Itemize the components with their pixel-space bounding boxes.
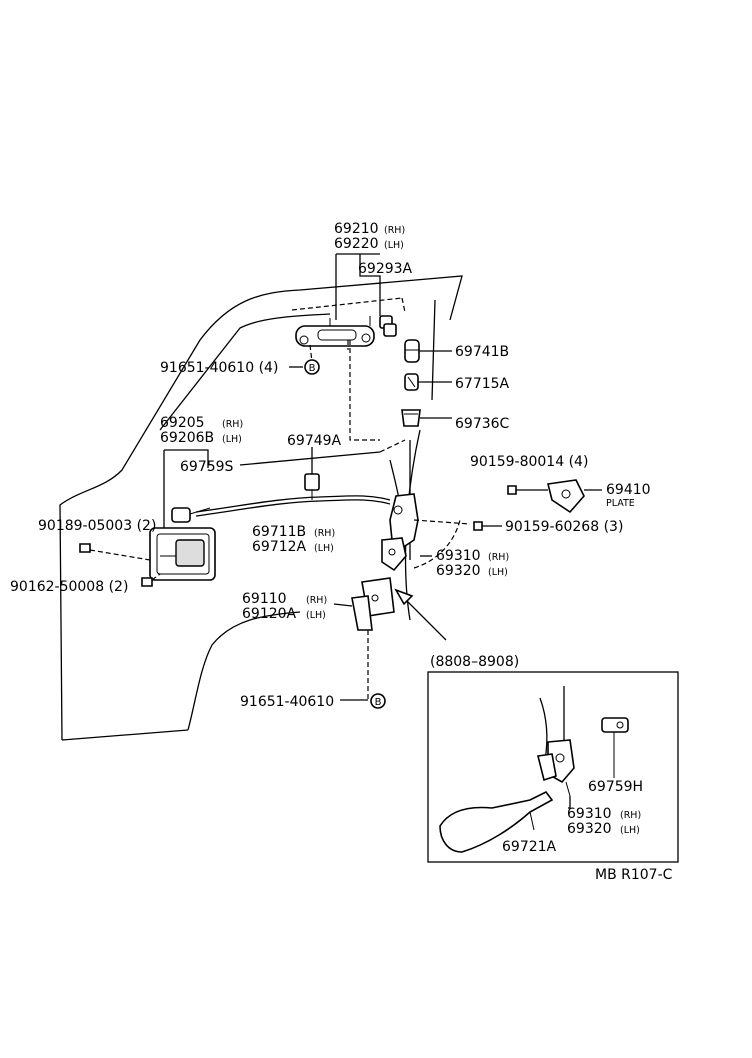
- inside-door-handle: [149, 527, 216, 581]
- label-69120A: 69120A: [242, 606, 297, 622]
- inset-connector-69759H: [601, 717, 629, 778]
- bushing-69741B: [404, 339, 420, 363]
- reference-marker-top: B: [304, 359, 320, 375]
- diagram-code: MB R107-C: [595, 867, 673, 883]
- reference-marker-bottom: B: [370, 693, 386, 709]
- label-69759S: 69759S: [180, 459, 234, 475]
- label-69310-sub: (RH): [488, 552, 509, 563]
- handle-clip-69293A: [379, 315, 397, 337]
- label-69293A: 69293A: [358, 261, 413, 277]
- screw-90159-60268: [473, 521, 483, 531]
- label-69310: 69310: [436, 548, 481, 564]
- door-lock-assembly: [381, 440, 471, 572]
- label-69120A-sub: (LH): [306, 610, 326, 621]
- label-69205: 69205: [160, 415, 205, 431]
- label-69220: 69220: [334, 236, 379, 252]
- label-69206B-sub: (LH): [222, 434, 242, 445]
- connector-69759S: [171, 507, 211, 523]
- label-69206B: 69206B: [160, 430, 214, 446]
- inset-label-69320-sub: (LH): [620, 825, 640, 836]
- inset-range-label: (8808–8908): [430, 654, 519, 670]
- screw-90159-80014: [507, 485, 548, 495]
- control-rod: [195, 495, 391, 517]
- label-69110-sub: (RH): [306, 595, 327, 606]
- outside-door-handle: [295, 316, 375, 347]
- bolt-top: [309, 344, 313, 363]
- direction-arrow: [394, 588, 447, 641]
- inset-lock-assembly: [537, 686, 575, 797]
- label-90159-60268: 90159-60268 (3): [505, 519, 623, 535]
- label-69110: 69110: [242, 591, 287, 607]
- leader-lines: [163, 253, 602, 701]
- label-69741B: 69741B: [455, 344, 509, 360]
- label-90159-80014: 90159-80014 (4): [470, 454, 588, 470]
- label-90189-05003: 90189-05003 (2): [38, 518, 156, 534]
- label-69210: 69210: [334, 221, 379, 237]
- label-69711B-sub: (RH): [314, 528, 335, 539]
- label-69749A: 69749A: [287, 433, 342, 449]
- label-69320: 69320: [436, 563, 481, 579]
- inset-leaders: [568, 796, 571, 809]
- label-69410: 69410: [606, 482, 651, 498]
- rod-clip-69736C: [401, 409, 421, 427]
- inset-label-69310-sub: (RH): [620, 810, 641, 821]
- label-69205-sub: (RH): [222, 419, 243, 430]
- callout-labels: 69210 (RH) 69220 (LH) 69293A 91651-40610…: [10, 221, 651, 710]
- striker-plate: [547, 479, 585, 514]
- inset-label-69310: 69310: [567, 806, 612, 822]
- inset-label-69759H: 69759H: [588, 779, 643, 795]
- marker-label: B: [309, 363, 316, 374]
- label-69320-sub: (LH): [488, 567, 508, 578]
- label-69210-sub: (RH): [384, 225, 405, 236]
- label-91651-top: 91651-40610 (4): [160, 360, 278, 376]
- inset-label-69721A: 69721A: [502, 839, 557, 855]
- marker-label: B: [375, 697, 382, 708]
- label-69220-sub: (LH): [384, 240, 404, 251]
- label-69711B: 69711B: [252, 524, 306, 540]
- screw-90162-50008: [141, 573, 161, 587]
- inset-label-69320: 69320: [567, 821, 612, 837]
- rod-guide-69749A: [304, 473, 320, 500]
- label-69410-sub: PLATE: [606, 498, 635, 509]
- inset-rod-69721A: [439, 790, 554, 853]
- label-69712A: 69712A: [252, 539, 307, 555]
- label-69712A-sub: (LH): [314, 543, 334, 554]
- screw-90189-05003: [79, 543, 151, 561]
- label-90162-50008: 90162-50008 (2): [10, 579, 128, 595]
- door-lock-remote-control: [351, 577, 395, 700]
- label-91651-bottom: 91651-40610: [240, 694, 334, 710]
- clip-67715A: [404, 373, 419, 391]
- door-outline: [59, 275, 463, 741]
- inset-panel: (8808–8908) 69759H 69310 (RH) 69320 (LH)…: [427, 654, 679, 863]
- label-67715A: 67715A: [455, 376, 510, 392]
- label-69736C: 69736C: [455, 416, 510, 432]
